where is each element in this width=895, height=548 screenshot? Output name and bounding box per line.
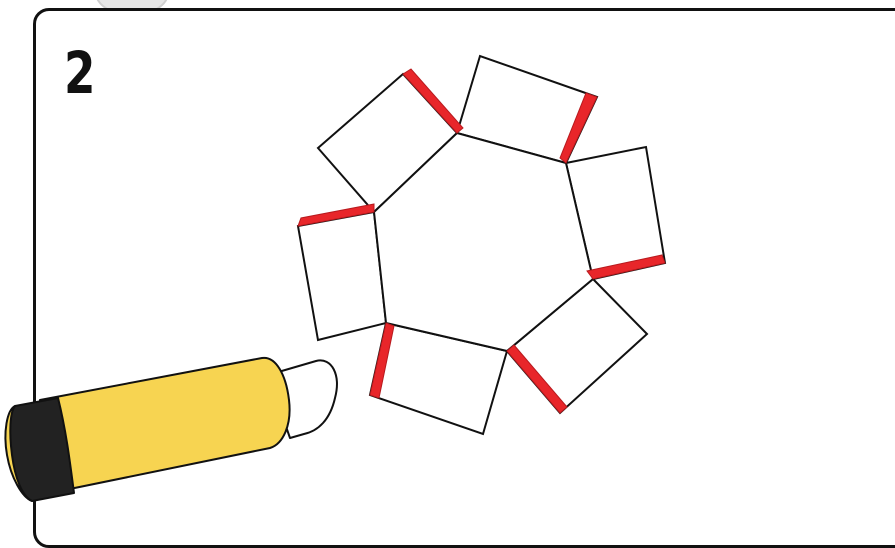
flap-left bbox=[298, 212, 386, 340]
glue-stick-body bbox=[40, 358, 290, 492]
glue-stick-icon bbox=[5, 358, 336, 501]
paper-net-illustration bbox=[0, 0, 895, 526]
